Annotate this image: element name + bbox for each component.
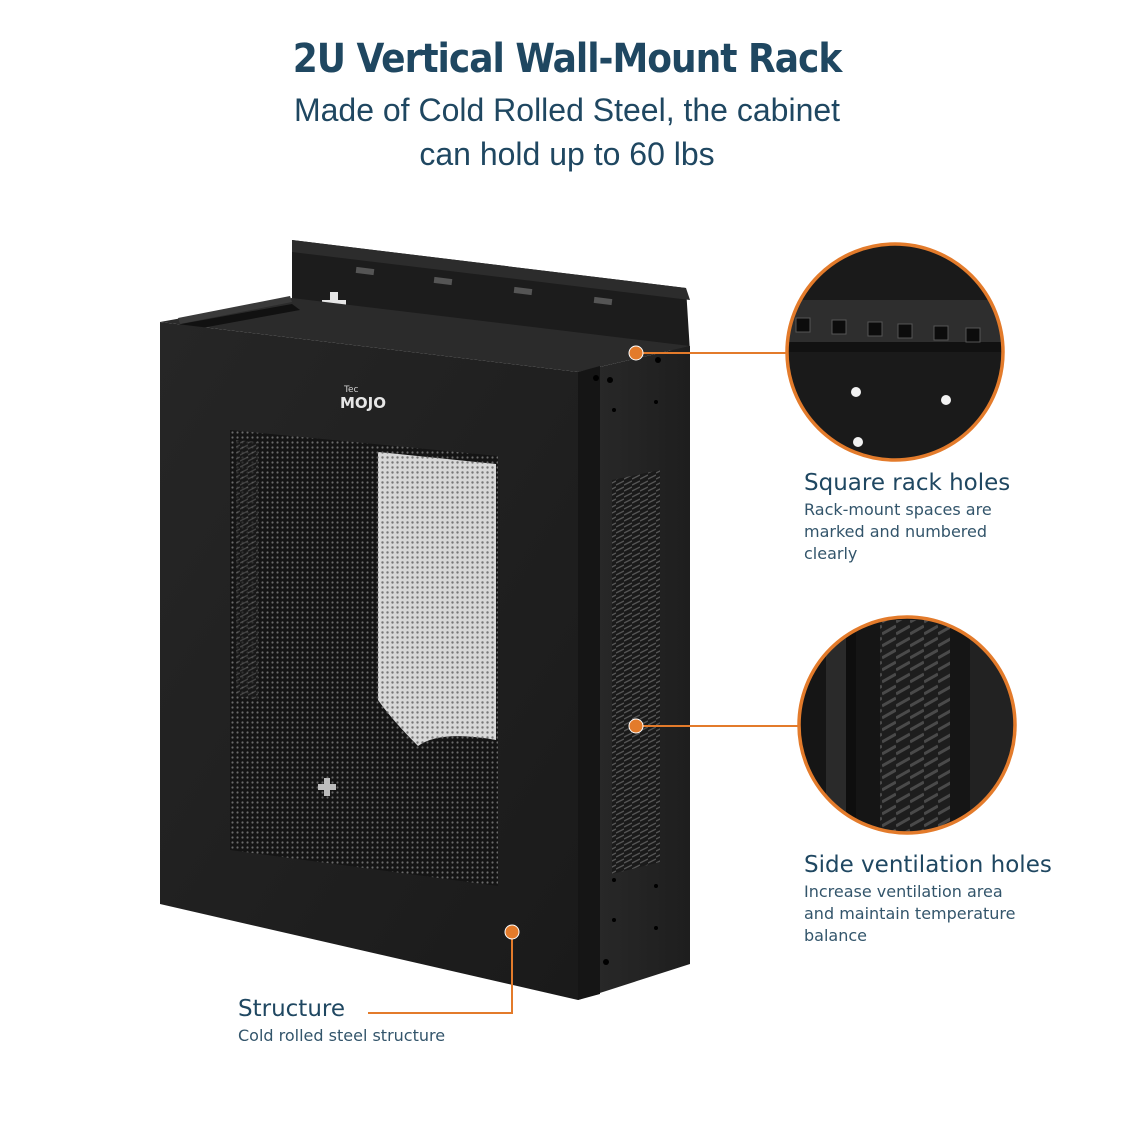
callout-title-structure: Structure bbox=[238, 996, 345, 1022]
structure-desc-line-1: Cold rolled steel structure bbox=[238, 1026, 446, 1045]
callout-desc-rack-holes: Rack-mount spaces are marked and numbere… bbox=[804, 499, 992, 565]
callout-desc-structure: Cold rolled steel structure bbox=[238, 1025, 445, 1047]
page-subtitle: Made of Cold Rolled Steel, the cabinet c… bbox=[200, 88, 934, 176]
ventilation-desc-line-1: Increase ventilation area bbox=[804, 882, 1003, 901]
callout-desc-ventilation: Increase ventilation area and maintain t… bbox=[804, 881, 1015, 947]
zoom-rack-holes bbox=[785, 242, 1005, 462]
brand-logo-small: Tec bbox=[343, 385, 359, 395]
subtitle-line-2: can hold up to 60 lbs bbox=[419, 136, 715, 172]
rack-holes-desc-line-3: clearly bbox=[804, 544, 858, 563]
callout-line-ventilation bbox=[628, 718, 799, 734]
front-panel bbox=[160, 322, 578, 1000]
side-panel bbox=[578, 346, 690, 1000]
callout-line-rack-holes bbox=[628, 345, 787, 361]
rack-holes-desc-line-1: Rack-mount spaces are bbox=[804, 500, 992, 519]
top-rail bbox=[160, 296, 690, 372]
subtitle-line-1: Made of Cold Rolled Steel, the cabinet bbox=[293, 92, 841, 128]
callout-title-rack-holes: Square rack holes bbox=[804, 470, 1011, 496]
page-title: 2U Vertical Wall-Mount Rack bbox=[292, 36, 843, 82]
callout-title-ventilation: Side ventilation holes bbox=[804, 852, 1052, 878]
callout-line-structure bbox=[368, 924, 520, 1014]
zoom-ventilation bbox=[797, 615, 1017, 835]
rack-holes-desc-line-2: marked and numbered bbox=[804, 522, 988, 541]
ventilation-desc-line-2: and maintain temperature bbox=[804, 904, 1016, 923]
ventilation-desc-line-3: balance bbox=[804, 926, 867, 945]
brand-logo: MOJO bbox=[340, 394, 386, 412]
